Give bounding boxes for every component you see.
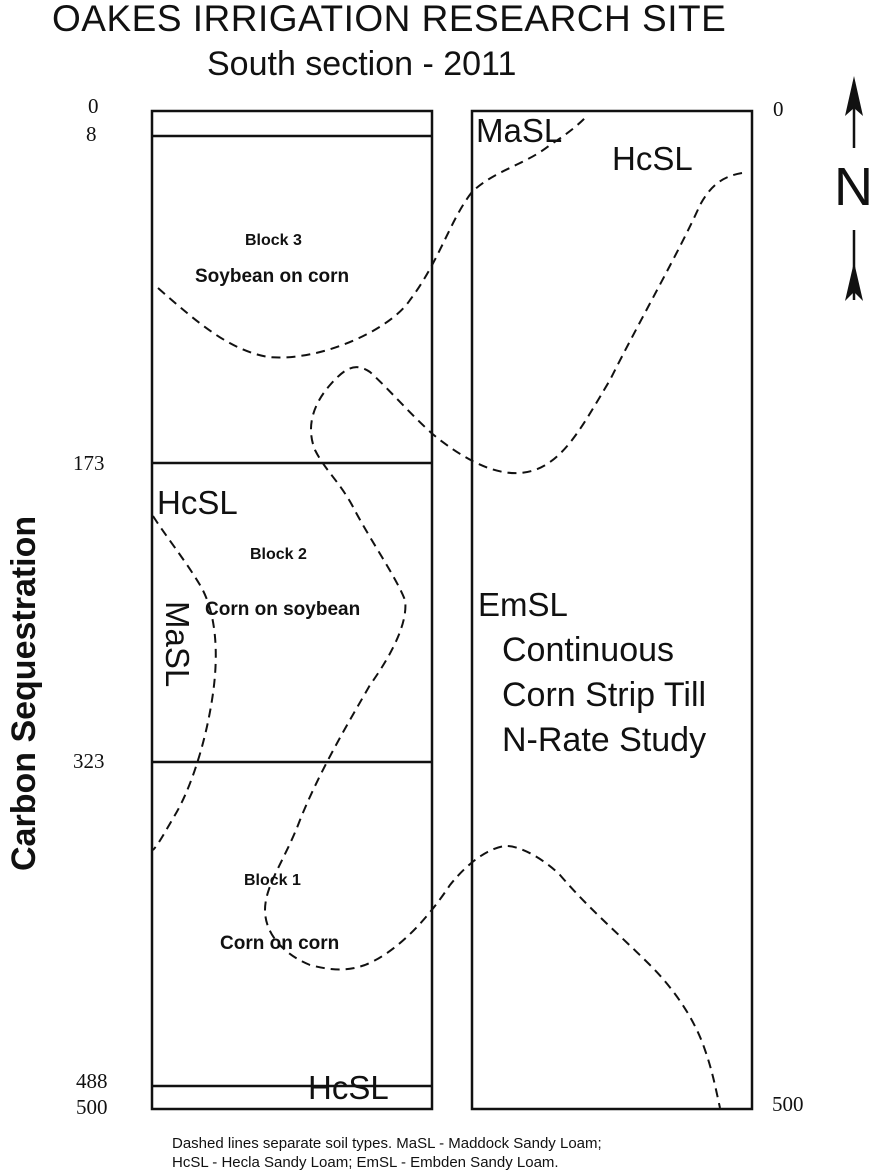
north-arrow [845, 76, 863, 301]
right-plot-area [470, 109, 754, 1111]
carbon-sequestration-label: Carbon Sequestration [5, 515, 43, 871]
left-tick-500: 500 [76, 1095, 108, 1119]
soil-label-hcsl-left: HcSL [157, 484, 238, 521]
study-line-3: N-Rate Study [502, 721, 707, 759]
block-1-label: Block 1 [244, 872, 301, 889]
left-tick-173: 173 [73, 451, 105, 475]
soil-label-hcsl-bottom: HcSL [308, 1069, 389, 1106]
study-line-2: Corn Strip Till [502, 676, 707, 714]
north-label: N [834, 157, 872, 217]
soil-label-masl-right: MaSL [476, 112, 563, 149]
block-3-crop: Soybean on corn [195, 266, 350, 287]
footnote-line-1: Dashed lines separate soil types. MaSL -… [172, 1135, 602, 1152]
soil-boundary-hcsl-masl [152, 515, 217, 851]
right-tick-500: 500 [772, 1092, 804, 1116]
right-tick-0: 0 [773, 97, 784, 121]
soil-label-hcsl-right: HcSL [612, 140, 693, 177]
left-tick-0: 0 [88, 94, 99, 118]
left-plot-area [150, 109, 434, 1111]
soil-label-masl-left: MaSL [159, 601, 196, 688]
diagram-subtitle: South section - 2011 [207, 45, 517, 83]
left-tick-488: 488 [76, 1069, 108, 1093]
soil-label-emsl: EmSL [478, 586, 568, 623]
block-1-crop: Corn on corn [220, 933, 340, 954]
block-2-label: Block 2 [250, 546, 307, 563]
diagram-title: OAKES IRRIGATION RESEARCH SITE [52, 0, 727, 39]
left-tick-323: 323 [73, 749, 105, 773]
study-line-1: Continuous [502, 631, 675, 669]
soil-boundary-block3 [157, 114, 589, 359]
footnote-line-2: HcSL - Hecla Sandy Loam; EmSL - Embden S… [172, 1154, 559, 1171]
block-3-label: Block 3 [245, 232, 302, 249]
left-tick-8: 8 [86, 122, 97, 146]
block-2-crop: Corn on soybean [205, 599, 361, 620]
